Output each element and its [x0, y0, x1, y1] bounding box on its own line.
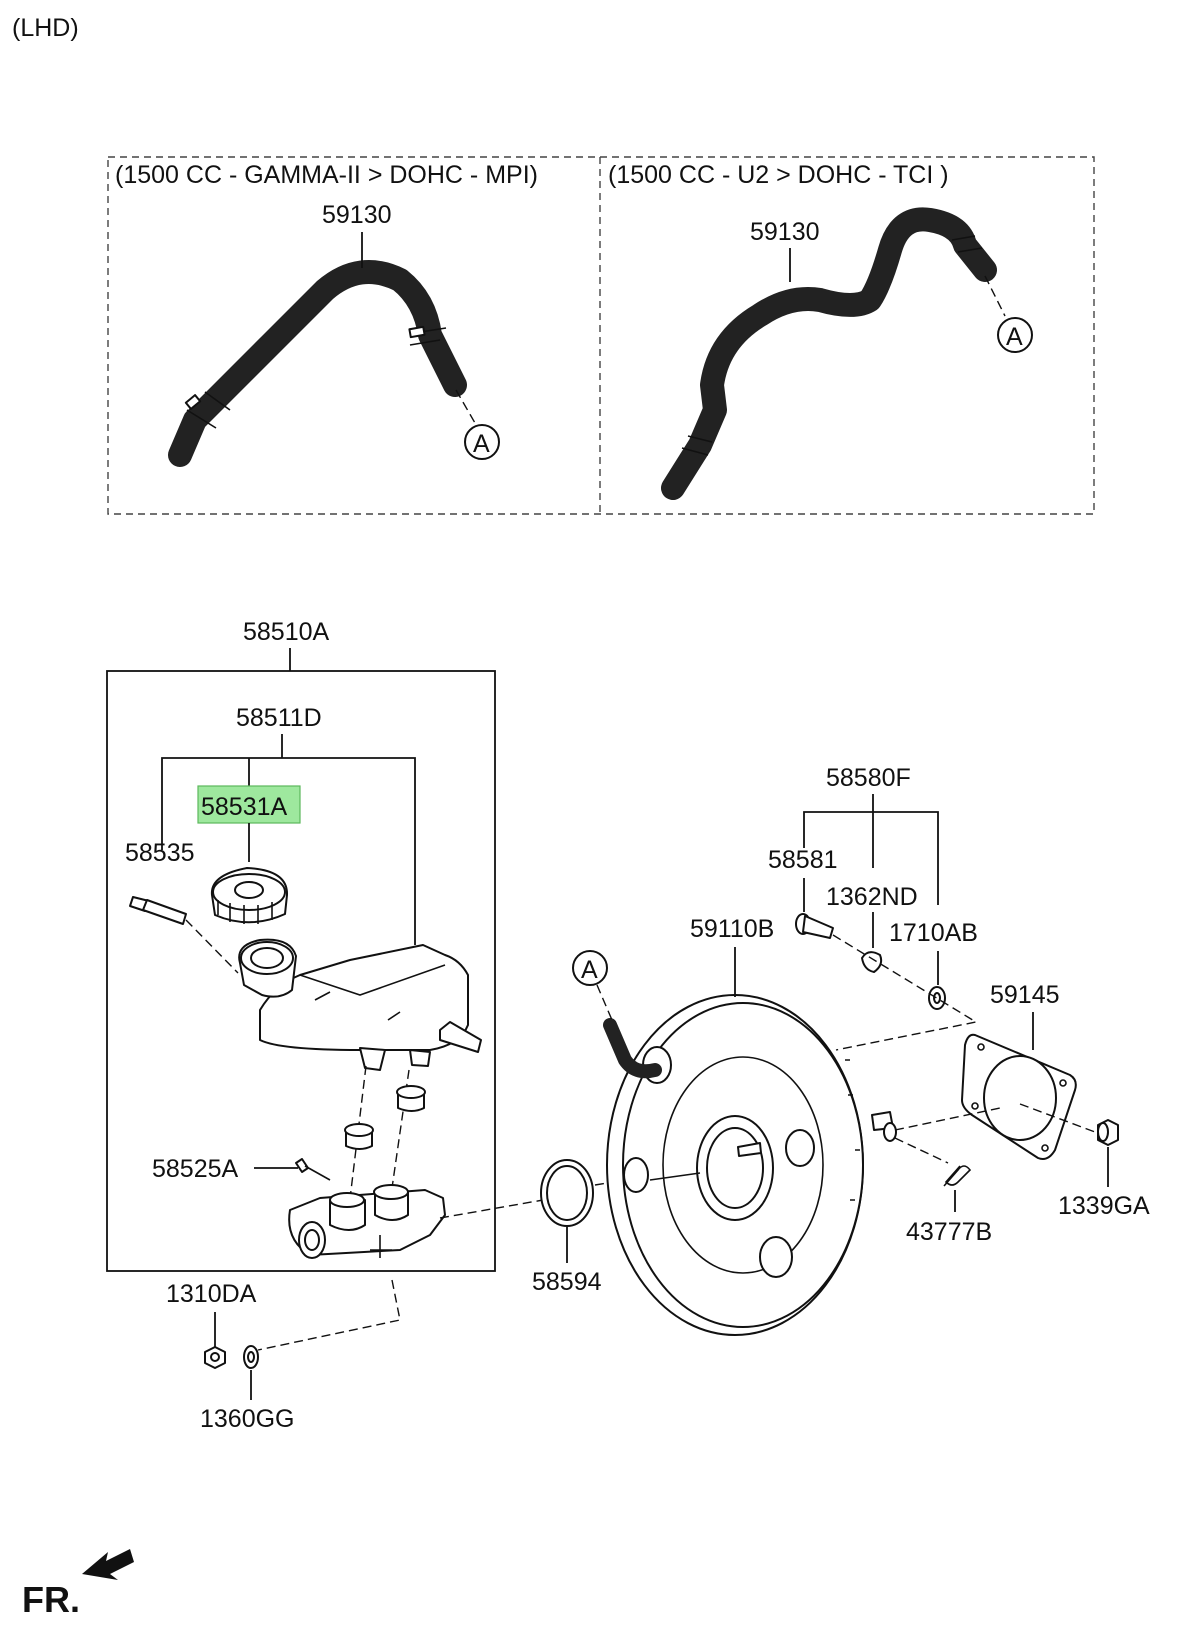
kit-clip-label: 1362ND — [826, 883, 918, 911]
panel-2-part-number: 59130 — [750, 218, 820, 246]
cap-label-highlight — [197, 785, 301, 824]
pin-label: 58535 — [125, 839, 195, 867]
booster-gasket[interactable] — [961, 1033, 1077, 1160]
cylinder-dash-right — [439, 1199, 544, 1219]
reservoir-bracket-bar — [161, 757, 416, 945]
brake-booster[interactable] — [606, 994, 894, 1336]
kit-washer[interactable] — [928, 986, 946, 1010]
stud-dash — [894, 1107, 1001, 1131]
reservoir-pin[interactable] — [129, 896, 187, 925]
small-screw[interactable] — [295, 1158, 331, 1181]
cylinder-dash-down — [257, 1279, 401, 1351]
flange-nut[interactable] — [1097, 1119, 1119, 1146]
variant-label: (LHD) — [12, 14, 79, 42]
kit-bracket — [803, 811, 939, 905]
kit-dash — [832, 934, 978, 1051]
washer-label: 1360GG — [200, 1405, 295, 1433]
retainer-clip[interactable] — [861, 951, 883, 973]
panel-2-ref-dash — [984, 275, 1006, 317]
seal-label: 58594 — [532, 1268, 602, 1296]
flange-nut-label: 1339GA — [1058, 1192, 1150, 1220]
reservoir-tank[interactable] — [238, 938, 482, 1071]
o-ring-seal[interactable] — [540, 1159, 594, 1227]
booster-stud[interactable] — [883, 1122, 897, 1142]
hose-panel-box — [107, 156, 1095, 515]
front-direction-arrow-icon — [82, 1549, 134, 1580]
vacuum-hose-mpi[interactable] — [168, 260, 467, 467]
panel-1-ref-letter: A — [473, 430, 490, 458]
gasket-label: 59145 — [990, 981, 1060, 1009]
reservoir-cap[interactable] — [210, 867, 289, 924]
kit-washer-label: 1710AB — [889, 919, 978, 947]
booster-ref-letter: A — [581, 956, 598, 984]
panel-1-title: (1500 CC - GAMMA-II > DOHC - MPI) — [115, 161, 538, 189]
cap-label[interactable]: 58531A — [201, 793, 288, 821]
booster-ref-dash — [596, 984, 613, 1021]
clevis-pin-dash — [894, 1137, 949, 1164]
kit-pin-label: 58581 — [768, 846, 838, 874]
flat-washer[interactable] — [243, 1345, 259, 1369]
master-cylinder-body[interactable] — [288, 1184, 446, 1259]
front-direction-label: FR. — [22, 1579, 80, 1620]
panel-1-part-number: 59130 — [322, 201, 392, 229]
grommet-label: 58525A — [152, 1155, 239, 1183]
panel-2-ref-letter: A — [1006, 323, 1023, 351]
panel-1-ref-circle — [464, 424, 500, 460]
panel-2-title: (1500 CC - U2 > DOHC - TCI ) — [608, 161, 949, 189]
lock-clip-label: 43777B — [906, 1218, 992, 1246]
hex-nut[interactable] — [204, 1346, 226, 1369]
clevis-pin-head[interactable] — [795, 913, 834, 939]
nut-label: 1310DA — [166, 1280, 257, 1308]
grommet-left[interactable] — [344, 1123, 374, 1150]
panel-1-ref-dash — [455, 389, 476, 424]
reservoir-label: 58511D — [236, 704, 322, 732]
booster-vacuum-nipple[interactable] — [603, 1018, 662, 1079]
pin-dash — [185, 919, 239, 974]
booster-ref-circle — [572, 950, 608, 986]
vacuum-hose-tci[interactable] — [661, 207, 997, 500]
master-cylinder-assy-box — [106, 670, 496, 1272]
panel-2-ref-circle — [997, 317, 1033, 353]
lock-clip[interactable] — [943, 1165, 972, 1187]
kit-label: 58580F — [826, 764, 911, 792]
booster-label: 59110B — [690, 915, 774, 943]
grommet-right[interactable] — [396, 1085, 426, 1112]
master-cylinder-assy-label: 58510A — [243, 618, 330, 646]
